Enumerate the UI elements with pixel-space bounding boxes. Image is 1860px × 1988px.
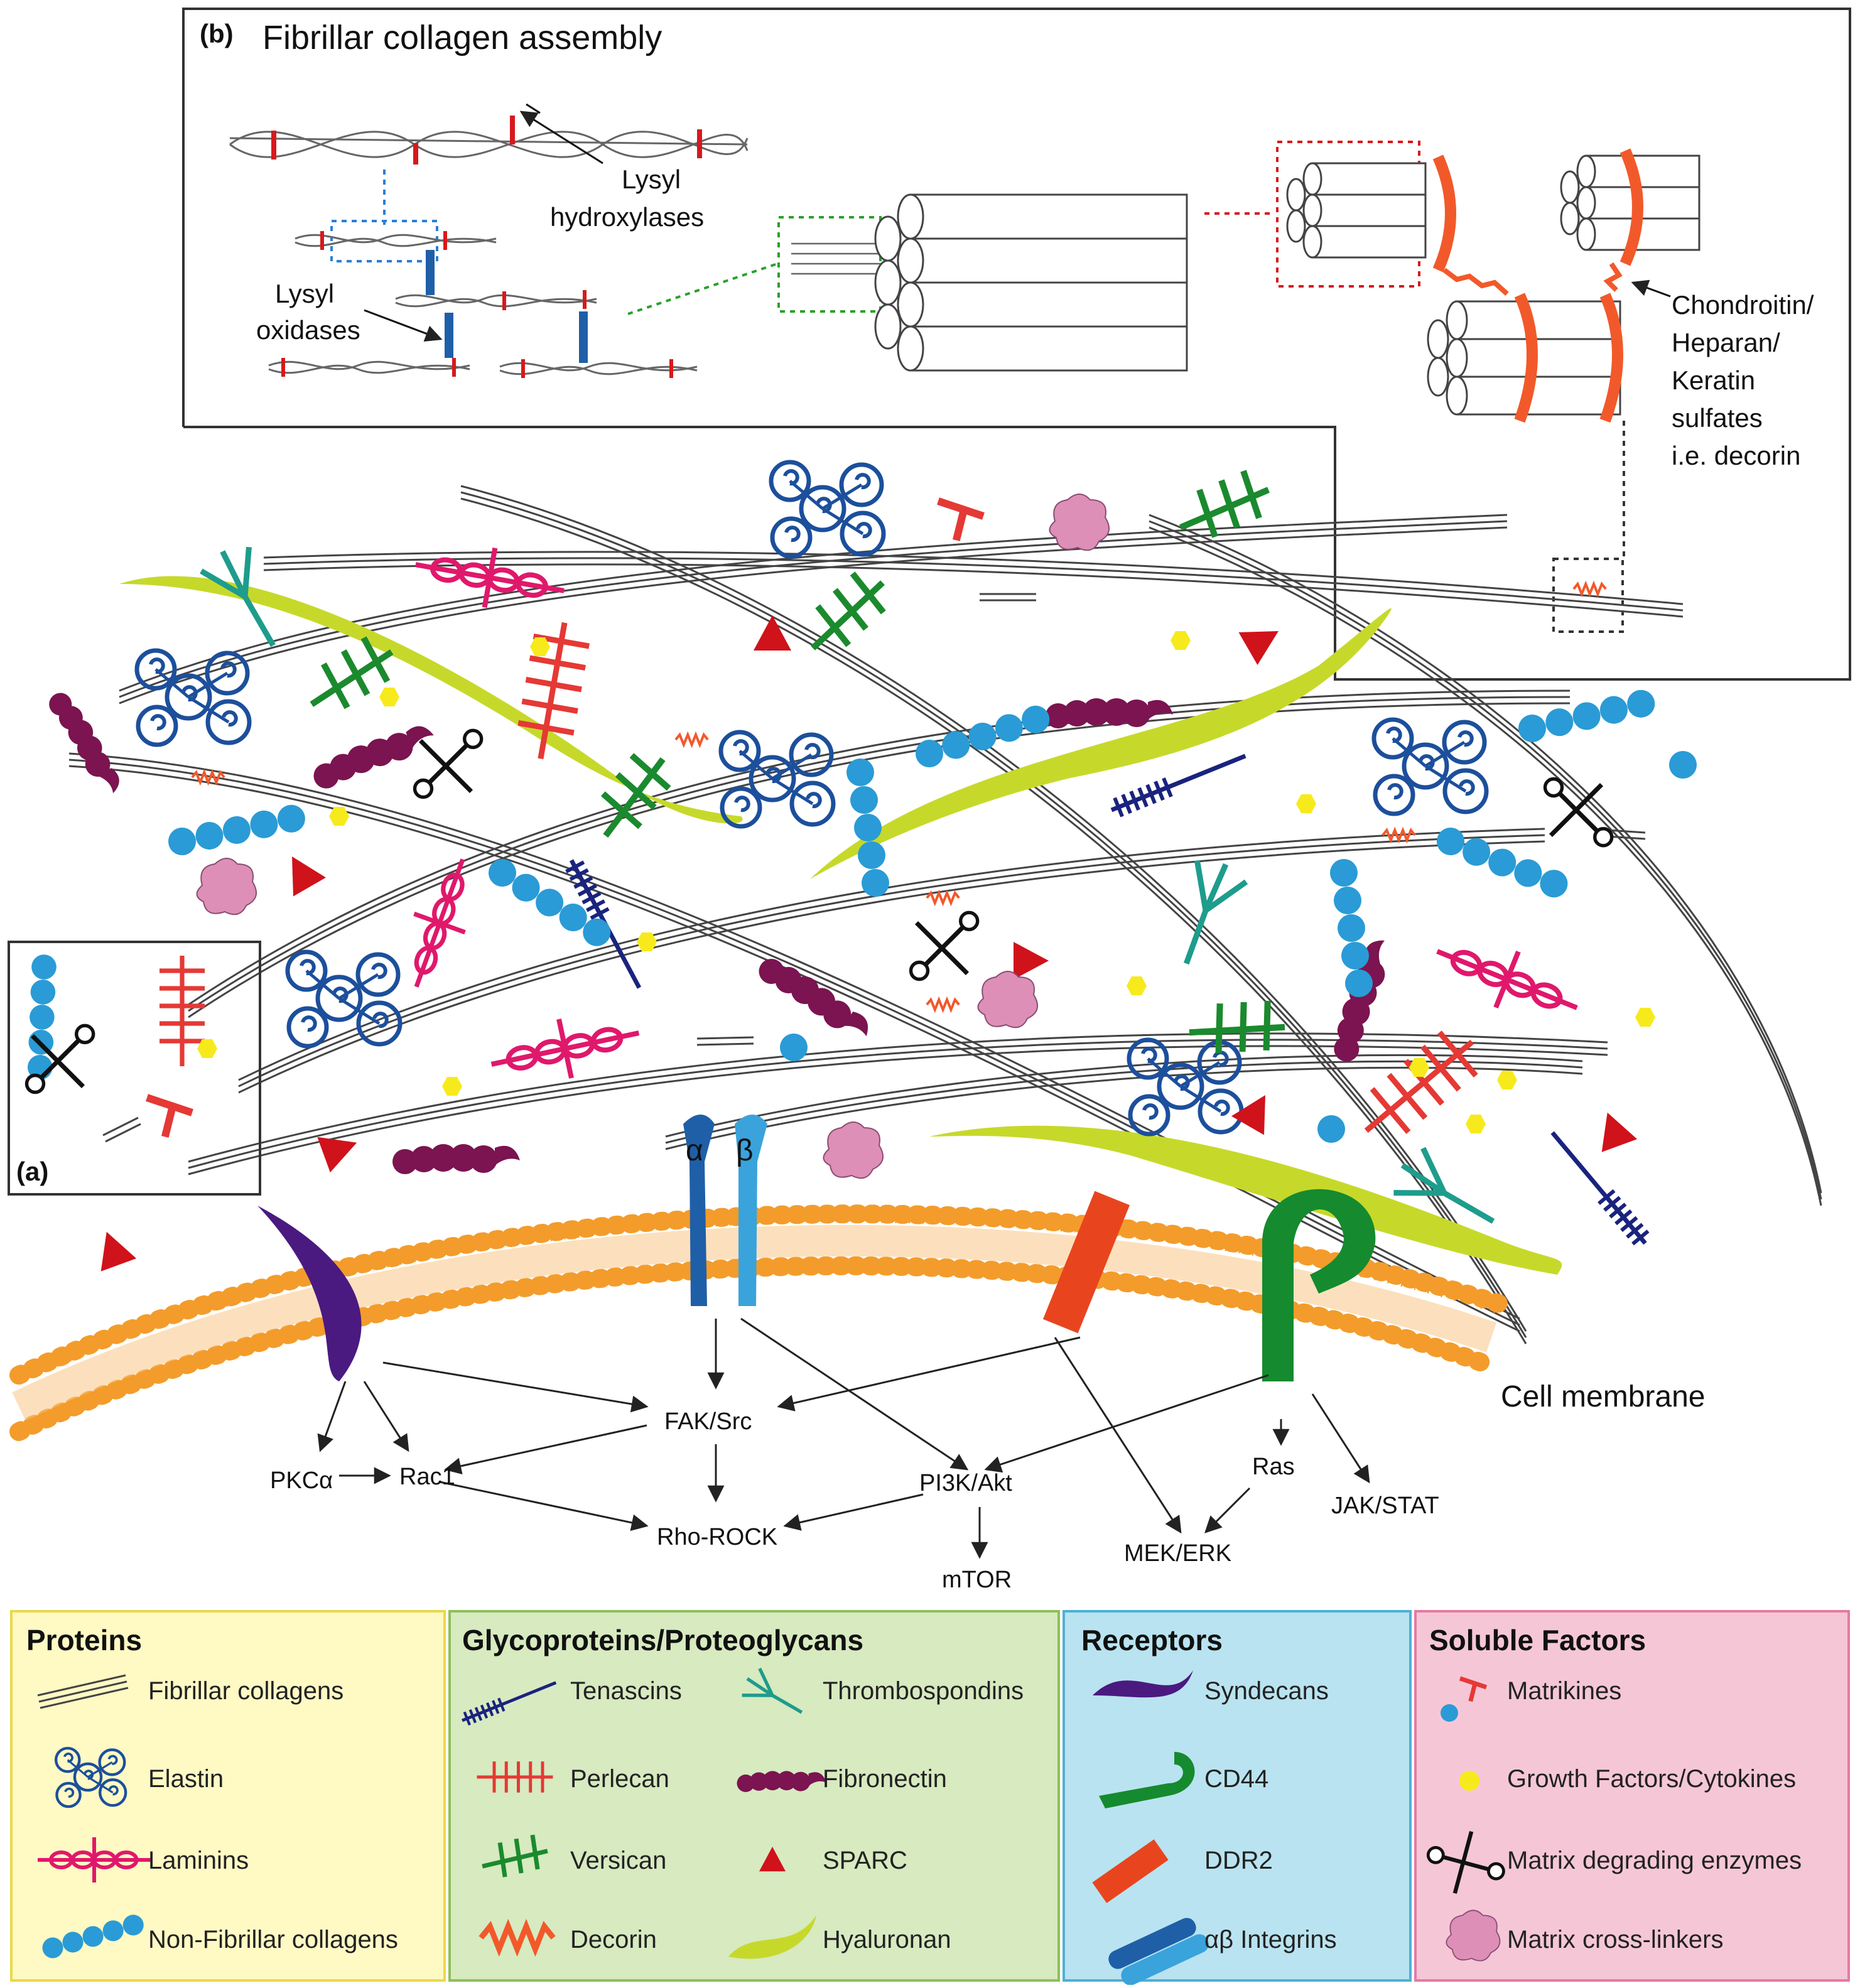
panel-a: (a) — [8, 941, 261, 1196]
sig-rho-rock: Rho-ROCK — [657, 1524, 777, 1550]
sig-jak-stat: JAK/STAT — [1331, 1493, 1439, 1519]
sig-pi3k-akt: PI3K/Akt — [919, 1470, 1012, 1496]
legend-ddr2: DDR2 — [1204, 1847, 1273, 1874]
fibril-bundle-3 — [1427, 300, 1621, 416]
non-fibrillar-collagen-chains — [12, 688, 1697, 1143]
signaling-arrows — [317, 1317, 1370, 1559]
legend-non-fibrillar-collagens: Non-Fibrillar collagens — [148, 1926, 398, 1953]
ddr2-receptor — [1042, 1191, 1130, 1334]
panel-b-title: Fibrillar collagen assembly — [262, 19, 662, 57]
legend-tenascins: Tenascins — [570, 1677, 682, 1705]
hyaluronan-strands — [119, 576, 1562, 1275]
syndecan-receptor — [257, 1206, 362, 1381]
integrin-alpha-label: α — [686, 1134, 703, 1167]
gag-label-4: sulfates — [1672, 403, 1763, 433]
legend-perlecan: Perlecan — [570, 1765, 669, 1793]
legend-cross-linkers: Matrix cross-linkers — [1507, 1926, 1723, 1953]
legend-glyco-heading: Glycoproteins/Proteoglycans — [462, 1624, 863, 1656]
legend-matrikines: Matrikines — [1507, 1677, 1621, 1705]
lysyl-hydroxylases-label-1: Lysyl — [622, 165, 681, 194]
gag-label-2: Heparan/ — [1672, 328, 1780, 357]
sig-mek-erk: MEK/ERK — [1124, 1540, 1231, 1567]
microfibril — [791, 242, 882, 275]
panel-b: (b) Fibrillar collagen assembly Lysyl hy… — [182, 8, 1851, 681]
legend-glycoproteins: Glycoproteins/Proteoglycans Tenascins Pe… — [448, 1610, 1060, 1982]
cell-membrane-label: Cell membrane — [1501, 1380, 1705, 1413]
panel-a-tag: (a) — [16, 1157, 48, 1186]
collagen-fibril — [874, 193, 1188, 372]
collagen-triple-helix — [229, 116, 749, 165]
fibril-bundle-1 — [1286, 162, 1427, 259]
lysyl-oxidases-label-2: oxidases — [256, 315, 360, 345]
sig-rac1: Rac1 — [399, 1464, 455, 1490]
legend-receptors-heading: Receptors — [1081, 1624, 1223, 1656]
legend-elastin: Elastin — [148, 1765, 224, 1793]
legend-growth-factors: Growth Factors/Cytokines — [1507, 1765, 1796, 1793]
sig-fak-src: FAK/Src — [664, 1408, 752, 1435]
legend-fibrillar-collagens: Fibrillar collagens — [148, 1677, 343, 1705]
lysyl-oxidases-label-1: Lysyl — [275, 279, 334, 308]
legend-soluble-factors: Soluble Factors Matrikines Growth Factor… — [1414, 1610, 1850, 1982]
legend-degrading-enzymes: Matrix degrading enzymes — [1507, 1847, 1802, 1874]
legend-proteins-heading: Proteins — [26, 1624, 142, 1656]
cd44-receptor — [1262, 1189, 1376, 1381]
staggered-molecules — [268, 231, 698, 378]
short-collagen-fragments — [102, 593, 1646, 1143]
legend-fibronectin: Fibronectin — [823, 1765, 947, 1793]
legend-versican: Versican — [570, 1847, 666, 1874]
legend-proteins: Proteins Fibrillar collagens Elastin Lam… — [10, 1610, 446, 1982]
legend-cd44: CD44 — [1204, 1765, 1268, 1793]
legend-laminins: Laminins — [148, 1847, 249, 1874]
legend: Proteins Fibrillar collagens Elastin Lam… — [10, 1610, 1850, 1985]
lysyl-hydroxylases-label-2: hydroxylases — [550, 202, 704, 232]
legend-sparc: SPARC — [823, 1847, 907, 1874]
gag-label-3: Keratin — [1672, 365, 1755, 395]
integrin-receptor: α β — [683, 1115, 767, 1306]
legend-soluble-heading: Soluble Factors — [1429, 1624, 1646, 1656]
sig-ras: Ras — [1252, 1454, 1295, 1480]
legend-receptors: Receptors Syndecans CD44 DDR2 αβ Integri… — [1062, 1610, 1412, 1985]
legend-hyaluronan: Hyaluronan — [823, 1926, 951, 1953]
legend-integrins: αβ Integrins — [1204, 1926, 1337, 1953]
gag-label-1: Chondroitin/ — [1672, 290, 1814, 320]
panel-b-tag: (b) — [200, 19, 234, 48]
legend-decorin: Decorin — [570, 1926, 657, 1953]
integrin-beta-label: β — [736, 1134, 754, 1167]
legend-syndecans: Syndecans — [1204, 1677, 1329, 1705]
matrix-cross-linkers — [196, 494, 1110, 1179]
gag-label-5: i.e. decorin — [1672, 441, 1800, 470]
sig-pkca: PKCα — [270, 1467, 333, 1494]
legend-thrombospondins: Thrombospondins — [823, 1677, 1024, 1705]
sig-mtor: mTOR — [942, 1567, 1012, 1593]
